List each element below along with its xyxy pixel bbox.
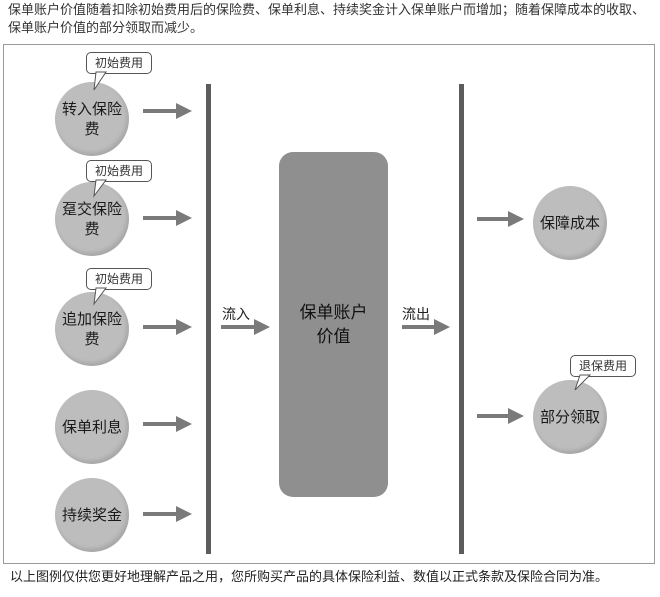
inflow-node-label: 趸交保险费 — [62, 200, 123, 238]
outflow-node-label: 保障成本 — [540, 214, 601, 232]
outflow-node-label: 部分领取 — [540, 408, 601, 426]
outflow-collector-bar — [459, 84, 464, 554]
inflow-node-single-premium: 趸交保险费 — [55, 182, 129, 256]
intro-text: 保单账户价值随着扣除初始费用后的保险费、保单利息、持续奖金计入保单账户而增加；随… — [8, 3, 646, 36]
inflow-node-label: 保单利息 — [62, 418, 123, 436]
policy-account-value-label: 保单账户价值 — [299, 302, 368, 347]
outflow-node-partial-withdrawal: 部分领取 — [533, 380, 607, 454]
callout-tail — [574, 374, 592, 391]
policy-account-value-box: 保单账户价值 — [279, 152, 388, 497]
callout-initial-fee: 初始费用 — [86, 160, 153, 182]
inflow-collector-bar — [206, 84, 211, 554]
inflow-node-policy-interest: 保单利息 — [55, 390, 129, 464]
callout-tail — [93, 71, 107, 91]
footer-disclaimer: 以上图例仅供您更好地理解产品之用，您所购买产品的具体保险利益、数值以正式条款及保… — [10, 570, 609, 585]
inflow-node-label: 追加保险费 — [62, 310, 123, 348]
diagram-frame — [3, 44, 655, 564]
outflow-label: 流出 — [402, 307, 430, 323]
inflow-node-label: 持续奖金 — [62, 506, 123, 524]
inflow-label: 流入 — [222, 307, 250, 323]
callout-surrender-fee: 退保费用 — [570, 355, 637, 377]
inflow-node-persistency-bonus: 持续奖金 — [55, 478, 129, 552]
callout-tail — [93, 179, 107, 198]
outflow-node-protection-cost: 保障成本 — [533, 186, 607, 260]
inflow-node-label: 转入保险费 — [62, 100, 123, 138]
inflow-node-additional-premium: 追加保险费 — [55, 292, 129, 366]
callout-tail — [93, 287, 107, 306]
callout-initial-fee: 初始费用 — [86, 52, 153, 74]
callout-initial-fee: 初始费用 — [86, 268, 153, 290]
inflow-node-transfer-premium: 转入保险费 — [55, 82, 129, 156]
